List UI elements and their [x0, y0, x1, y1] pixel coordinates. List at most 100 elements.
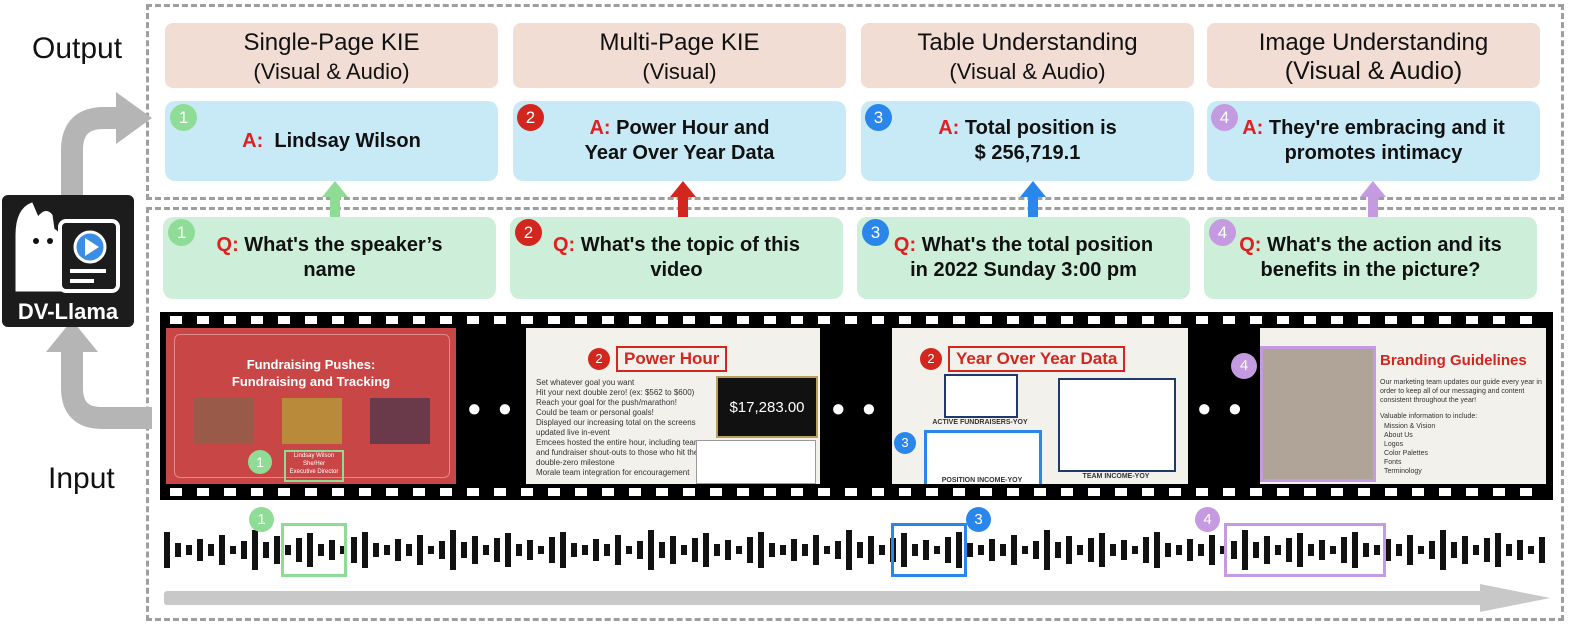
sprocket-hole [953, 488, 965, 496]
sprocket-hole [1439, 316, 1451, 324]
waveform-bar [1429, 541, 1435, 559]
sprocket-hole [1196, 316, 1208, 324]
waveform-bar [659, 542, 665, 558]
frame-badge-4: 4 [1231, 353, 1257, 379]
waveform-bar [527, 540, 533, 560]
question-badge-1: 1 [168, 219, 195, 246]
waveform-bar [219, 535, 225, 565]
bullet-item: Morale team integration for encouragemen… [536, 468, 690, 477]
waveform-bar [483, 545, 489, 555]
up-arrow-2 [670, 181, 696, 217]
sprocket-hole [980, 488, 992, 496]
waveform-bar [1176, 545, 1182, 555]
output-container [146, 4, 1564, 200]
flow-arrows [46, 92, 152, 429]
llama-icon [15, 202, 120, 293]
slide-paragraph: Our marketing team updates our guide eve… [1380, 379, 1542, 404]
question-line1: What's the total position [921, 234, 1154, 256]
sprocket-hole [548, 488, 560, 496]
waveform-bar [835, 541, 841, 559]
waveform-bar [1451, 542, 1457, 558]
caption-3: TEAM INCOME-YOY [1082, 473, 1150, 480]
sprocket-hole [386, 488, 398, 496]
sprocket-hole [548, 316, 560, 324]
waveform-bar [934, 546, 940, 554]
waveform-bar [824, 546, 830, 554]
speaker-pronouns: She/Her [302, 461, 325, 467]
sprocket-hole [197, 316, 209, 324]
audio-badge-4: 4 [1195, 507, 1220, 532]
waveform-bar [296, 538, 302, 562]
answer-box-4: A: They're embracing and it promotes int… [1207, 101, 1540, 181]
answer-prefix: A: [589, 117, 611, 139]
mini-table-1 [944, 374, 1018, 418]
up-arrow-3 [1020, 181, 1046, 217]
waveform-bar [1473, 545, 1479, 555]
amount-display: $17,283.00 [716, 376, 818, 438]
sprocket-hole [791, 488, 803, 496]
waveform-bar [384, 545, 390, 555]
task-header-2: Multi-Page KIE (Visual) [513, 23, 846, 88]
waveform-bar [1297, 533, 1303, 567]
waveform-bar [1088, 538, 1094, 562]
waveform-bar [1418, 546, 1424, 554]
waveform-bar [1286, 538, 1292, 562]
photo-3 [370, 398, 430, 444]
sprocket-hole [467, 316, 479, 324]
sprocket-hole [575, 488, 587, 496]
sprocket-hole [710, 488, 722, 496]
photo-1 [194, 398, 254, 444]
slide-intro: Valuable information to include: [1380, 413, 1478, 420]
question-box-1: Q: What's the speaker’s name [163, 217, 496, 299]
waveform-bar [197, 539, 203, 561]
waveform-bar [406, 544, 412, 556]
sprocket-hole [305, 316, 317, 324]
waveform-bar [164, 532, 170, 568]
caption-2: POSITION INCOME-YOY [941, 477, 1023, 484]
waveform-bar [1154, 532, 1160, 568]
waveform-bar [1066, 536, 1072, 564]
waveform-bar [714, 544, 720, 556]
guideline-item: Terminology [1384, 468, 1422, 475]
waveform-bar [725, 540, 731, 560]
waveform-bar [1099, 533, 1105, 567]
sprocket-hole [1331, 316, 1343, 324]
task-header-1: Single-Page KIE (Visual & Audio) [165, 23, 498, 88]
waveform-bar [549, 537, 555, 563]
waveform-bar [1484, 538, 1490, 562]
waveform-bar [472, 536, 478, 564]
sprocket-hole [899, 316, 911, 324]
frame-badge-2: 2 [588, 348, 610, 370]
waveform-bar [967, 543, 973, 557]
waveform-bar [340, 546, 346, 554]
sprocket-hole [1223, 316, 1235, 324]
waveform-bar [901, 533, 907, 567]
sprocket-hole [1277, 316, 1289, 324]
task-title: Image Understanding [1258, 29, 1489, 56]
waveform-bar [1528, 546, 1534, 554]
waveform-bar [1539, 537, 1545, 563]
guideline-item: Mission & Vision [1384, 423, 1436, 430]
sprocket-hole [1250, 316, 1262, 324]
waveform-bar [593, 539, 599, 561]
question-badge-3: 3 [862, 219, 889, 246]
mini-spreadsheet [696, 440, 816, 484]
ellipsis-3: • • • [1198, 388, 1276, 429]
task-title: Multi-Page KIE [599, 29, 760, 56]
sprocket-hole [1385, 316, 1397, 324]
answer-badge-2: 2 [517, 104, 544, 131]
sprocket-hole [1412, 316, 1424, 324]
waveform-bar [945, 537, 951, 563]
sprocket-hole [1034, 316, 1046, 324]
waveform-bar [1506, 544, 1512, 556]
sprocket-hole [1196, 488, 1208, 496]
waveform-bar [230, 546, 236, 554]
answer-line1: Power Hour and [616, 117, 770, 139]
waveform-bar [747, 537, 753, 563]
sprocket-hole [818, 488, 830, 496]
sprocket-hole [359, 488, 371, 496]
waveform-bar [813, 535, 819, 565]
up-arrow-1 [322, 181, 348, 217]
question-prefix: Q: [216, 234, 239, 256]
sprocket-hole [1034, 488, 1046, 496]
